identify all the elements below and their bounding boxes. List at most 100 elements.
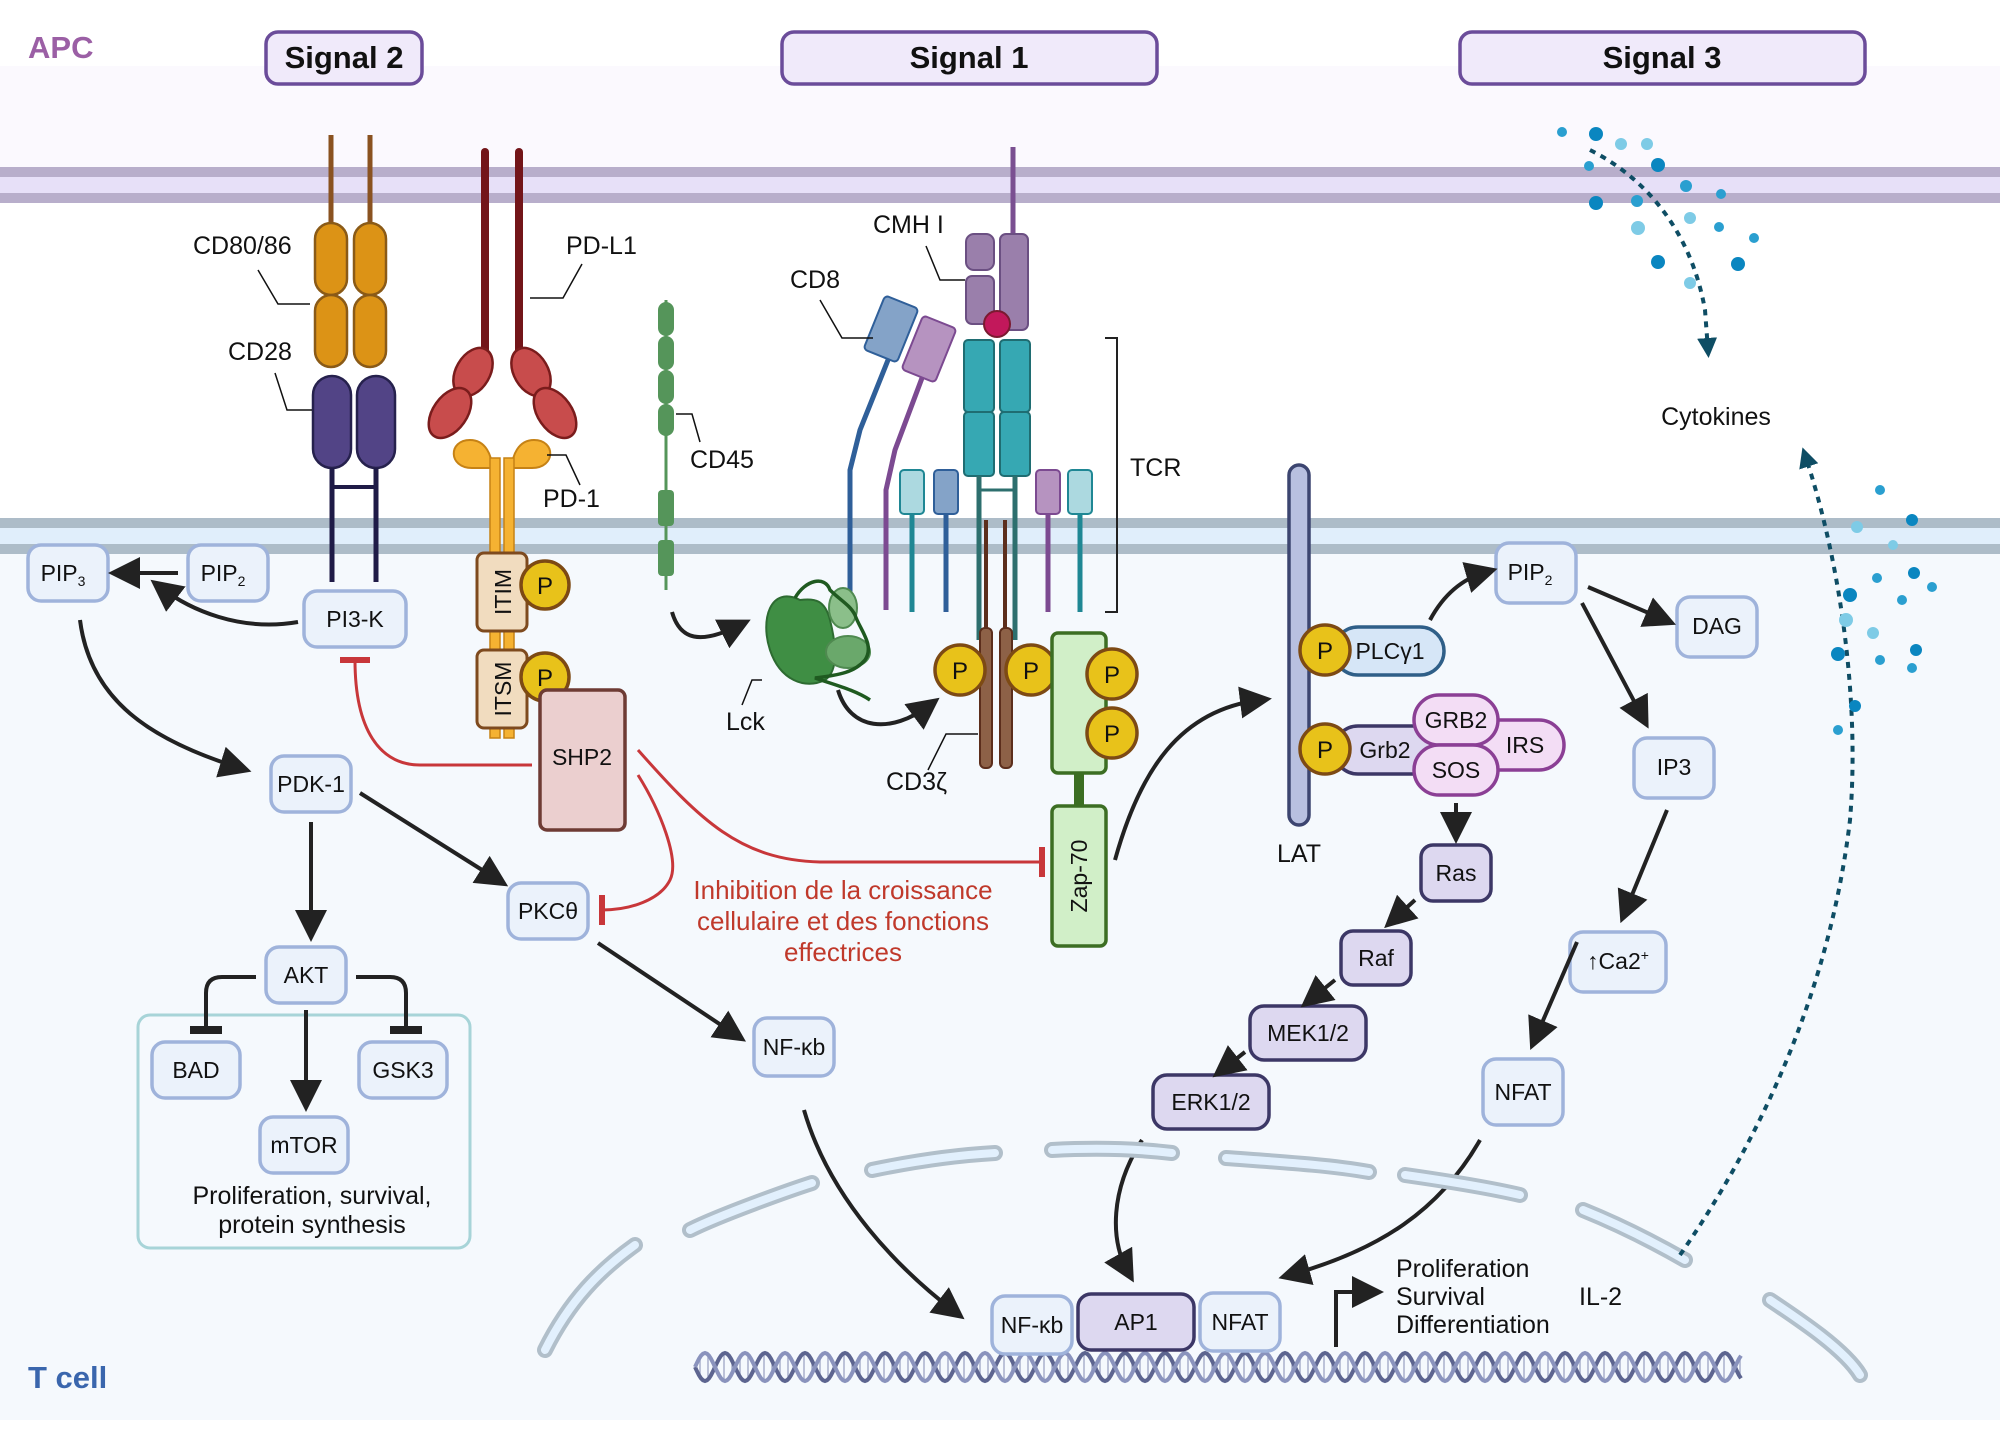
cd3z-leader — [927, 733, 978, 771]
svg-text:SHP2: SHP2 — [552, 744, 612, 770]
phospho-cd3z-1: P — [933, 643, 987, 697]
inhibit-shp2-zap70 — [636, 749, 1045, 877]
pd-1-label: PD-1 — [543, 485, 600, 513]
pip2-left-node: PIP2 — [186, 543, 270, 603]
cd28-label: CD28 — [228, 338, 292, 366]
outcome-differentiation: Differentiation — [1396, 1311, 1550, 1339]
cytokine-particle — [1875, 655, 1885, 665]
arrow-cd45-lck — [670, 611, 751, 649]
cytokine-particle — [1888, 540, 1898, 550]
pkc-theta-node: PKCθ — [506, 881, 590, 941]
lat-label: LAT — [1277, 840, 1321, 868]
pi3k-node: PI3-K — [302, 589, 408, 649]
cmh-i-leader — [925, 245, 965, 281]
arrow-pi3k-pip3 — [150, 579, 299, 627]
cd80-86-ligand — [313, 135, 388, 369]
phospho-cd3z-2: P — [1004, 643, 1058, 697]
svg-text:P: P — [537, 573, 553, 600]
pip3-node: PIP3 — [26, 543, 110, 603]
cd80-86-leader — [257, 269, 310, 305]
lck-kinase — [765, 579, 871, 702]
cytokine-particle — [1631, 221, 1645, 235]
zap70-kinase: Zap-70 P P — [1050, 631, 1139, 948]
lck-leader — [741, 679, 762, 706]
dag-node: DAG — [1675, 595, 1759, 659]
cytokine-particle — [1680, 180, 1692, 192]
inhibit-shp2-pkc — [598, 774, 675, 926]
arrow-ip3-ca2 — [1617, 809, 1669, 924]
signal-2-header: Signal 2 — [264, 30, 424, 86]
cytokine-particle — [1833, 725, 1843, 735]
cd3z-label: CD3ζ — [886, 768, 947, 796]
itsm-domain: ITSM — [475, 648, 529, 730]
cytokine-particle — [1584, 161, 1594, 171]
itim-domain: ITIM — [475, 551, 529, 633]
inhibit-akt-bad — [190, 975, 256, 1034]
mtor-node: mTOR — [258, 1115, 350, 1175]
svg-text:Grb2: Grb2 — [1359, 737, 1410, 763]
arrow-ras-raf — [1384, 894, 1419, 929]
svg-text:IP3: IP3 — [1657, 754, 1692, 780]
cytokines-label: Cytokines — [1661, 403, 1771, 431]
svg-text:PI3-K: PI3-K — [326, 606, 384, 632]
ap1-node: AP1 — [1076, 1292, 1196, 1352]
cytokine-particles — [1557, 127, 1937, 735]
dna-helix — [693, 1350, 1743, 1384]
tcell-label: T cell — [28, 1360, 107, 1395]
cytokine-particle — [1589, 196, 1603, 210]
cytokine-particle — [1631, 195, 1643, 207]
svg-text:Signal 3: Signal 3 — [1603, 40, 1722, 75]
svg-text:MEK1/2: MEK1/2 — [1267, 1020, 1349, 1046]
cytokine-particle — [1843, 588, 1857, 602]
bad-node: BAD — [150, 1040, 242, 1100]
cytokine-particle — [1749, 233, 1759, 243]
svg-text:↑Ca2+: ↑Ca2+ — [1587, 947, 1649, 974]
phospho-plcg1: P — [1298, 623, 1352, 677]
svg-text:NF-κb: NF-κb — [763, 1034, 826, 1060]
phospho-zap70-2: P — [1085, 706, 1139, 760]
transcription-start-arrow — [1334, 1276, 1384, 1347]
arrow-pip2-ip3 — [1580, 602, 1649, 729]
cd45-leader — [676, 413, 701, 443]
nucleus-nfkb-node: NF-κb — [990, 1294, 1074, 1356]
mhc-class-i — [965, 147, 1029, 338]
svg-text:AP1: AP1 — [1114, 1309, 1157, 1335]
erk-node: ERK1/2 — [1151, 1073, 1271, 1131]
pd-l1-leader — [530, 263, 583, 299]
cd8-label: CD8 — [790, 266, 840, 294]
cytokine-particle — [1867, 627, 1879, 639]
svg-text:PIP2: PIP2 — [201, 560, 246, 589]
svg-text:mTOR: mTOR — [270, 1132, 337, 1158]
mek-node: MEK1/2 — [1248, 1004, 1368, 1062]
cytokine-particle — [1651, 158, 1665, 172]
akt-node: AKT — [264, 945, 348, 1005]
svg-text:ITSM: ITSM — [490, 662, 516, 717]
svg-text:GSK3: GSK3 — [372, 1057, 433, 1083]
cytokine-particle — [1641, 138, 1653, 150]
nfat-node: NFAT — [1481, 1057, 1565, 1127]
svg-text:Ras: Ras — [1436, 860, 1477, 886]
inhibit-akt-gsk3 — [356, 975, 422, 1034]
cytokine-particle — [1651, 255, 1665, 269]
nuclear-envelope — [537, 1140, 1868, 1383]
arrow-zap70-lat — [1113, 686, 1272, 861]
arrow-pip3-pdk1 — [78, 619, 252, 778]
cytokine-particle — [1716, 189, 1726, 199]
cytokine-particle — [1684, 277, 1696, 289]
outcome-survival: Survival — [1396, 1283, 1485, 1311]
arrow-mek-erk — [1212, 1045, 1248, 1078]
svg-text:AKT: AKT — [284, 962, 329, 988]
cytokine-particle — [1849, 700, 1861, 712]
cytokine-particle — [1831, 647, 1845, 661]
cytokine-particle — [1851, 521, 1863, 533]
arrow-ca2-nfat — [1528, 941, 1579, 1051]
phospho-zap70-1: P — [1085, 647, 1139, 701]
cytokine-particle — [1839, 613, 1853, 627]
pd-1-receptor: ITIM ITSM P P — [452, 438, 571, 739]
arrow-lck-cd3z — [836, 689, 940, 730]
grb2-node: GRB2 — [1412, 693, 1500, 747]
arrow-nfkb-nucleus — [802, 1109, 965, 1320]
inhibition-lines — [339, 656, 1045, 926]
akt-outcome-line1: Proliferation, survival, — [193, 1182, 432, 1210]
shp2-node: SHP2 — [538, 688, 627, 832]
